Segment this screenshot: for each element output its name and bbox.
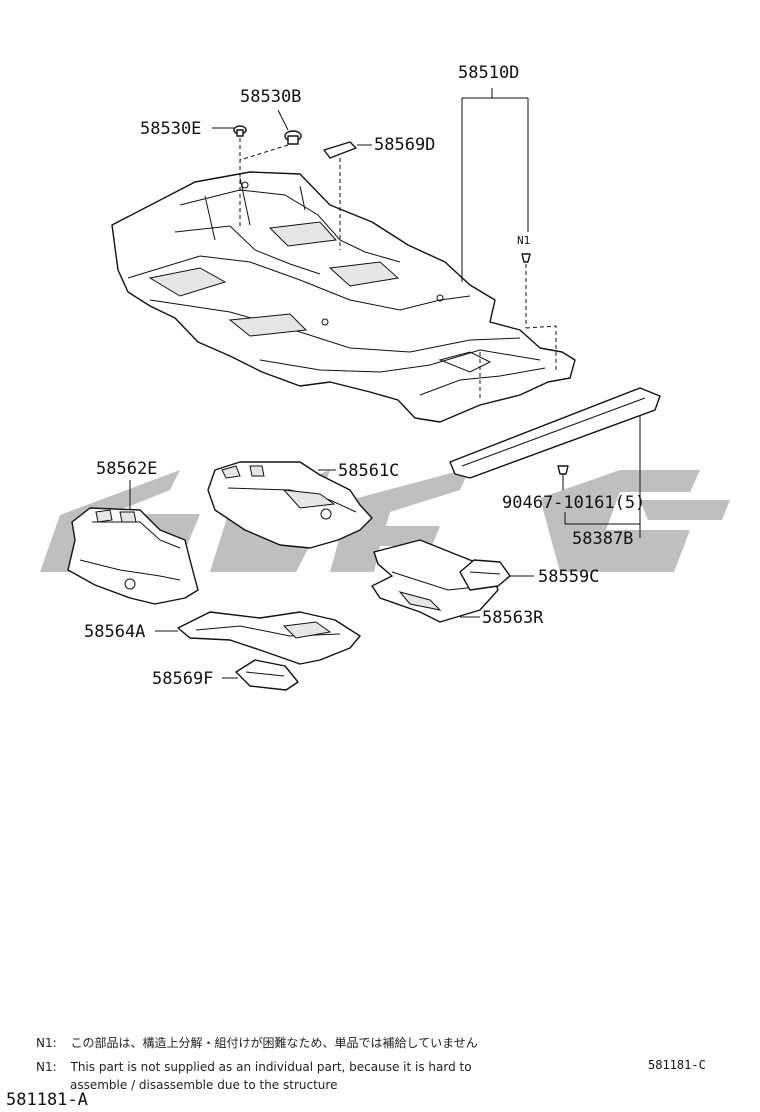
mat-58562E xyxy=(67,480,199,605)
mat-58561C xyxy=(207,461,373,549)
label-58569D: 58569D xyxy=(374,135,435,155)
note-jp: N1: この部品は、構造上分解・組付けが困難なため、単品では補給していません xyxy=(36,1034,736,1051)
label-90467: 90467-10161(5) xyxy=(502,493,645,513)
label-58562E: 58562E xyxy=(96,459,157,479)
label-58387B: 58387B xyxy=(572,529,633,549)
label-58510D: 58510D xyxy=(458,63,519,83)
label-58563R: 58563R xyxy=(482,608,544,628)
label-n1: N1 xyxy=(517,234,530,247)
leader-58510D xyxy=(461,88,529,282)
note-en-line2: assemble / disassemble due to the struct… xyxy=(70,1078,338,1092)
note-en-label: N1: xyxy=(36,1060,57,1074)
clip-58530B xyxy=(239,109,302,161)
ref-bottom-left: 581181-A xyxy=(6,1090,88,1110)
note-en-line1: This part is not supplied as an individu… xyxy=(70,1060,472,1074)
clip-N1 xyxy=(479,253,557,398)
note-jp-label: N1: xyxy=(36,1036,57,1050)
scuff-plate-58387B xyxy=(449,387,661,538)
floor-carpet-58510D xyxy=(111,171,576,423)
clip-58530E xyxy=(212,125,247,228)
screw-90467 xyxy=(557,465,569,524)
mat-58564A xyxy=(155,611,361,665)
label-58559C: 58559C xyxy=(538,567,599,587)
pad-58559C xyxy=(459,559,534,591)
pad-58569D xyxy=(323,141,372,250)
label-58569F: 58569F xyxy=(152,669,213,689)
note-jp-text: この部品は、構造上分解・組付けが困難なため、単品では補給していません xyxy=(70,1036,478,1050)
label-58561C: 58561C xyxy=(338,461,399,481)
label-58530E: 58530E xyxy=(140,119,201,139)
pad-58569F xyxy=(222,659,299,691)
label-58530B: 58530B xyxy=(240,87,301,107)
label-58564A: 58564A xyxy=(84,622,145,642)
note-en: N1: This part is not supplied as an indi… xyxy=(36,1060,496,1074)
ref-bottom-right: 581181-C xyxy=(648,1058,706,1072)
